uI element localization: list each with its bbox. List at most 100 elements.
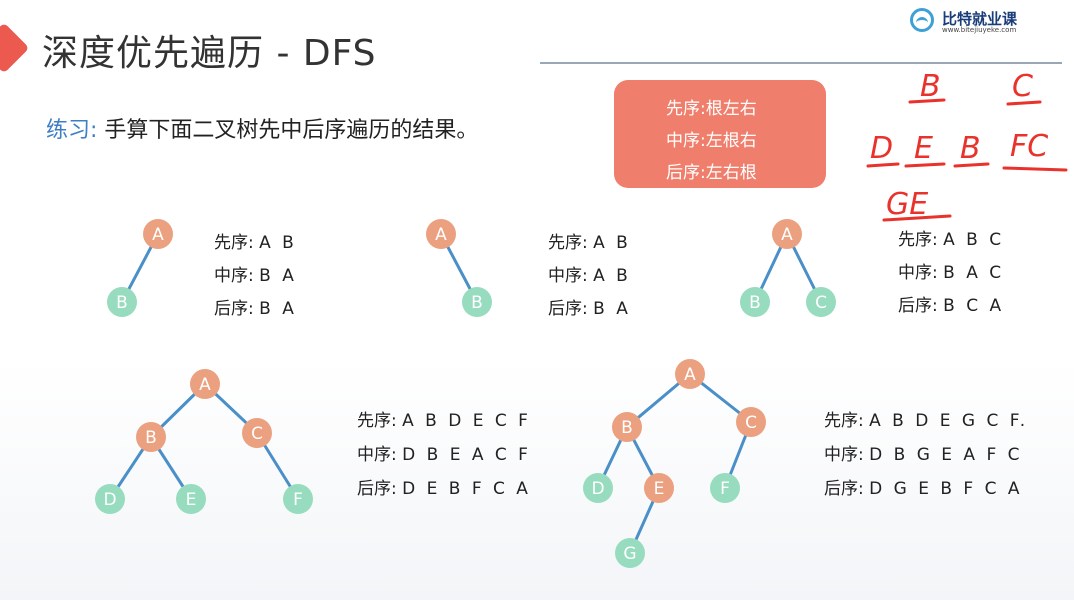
- node-circle: [675, 359, 705, 389]
- tree2-node-B: B: [462, 287, 492, 317]
- node-label: C: [815, 293, 827, 313]
- legend-order: 左右根: [705, 163, 757, 183]
- tree1-preorder: 先序: A B: [214, 228, 297, 253]
- trav-name: 中序:: [824, 445, 864, 465]
- node-circle: [107, 287, 137, 317]
- trav-seq: B A C: [943, 263, 1005, 283]
- tree3-node-B: B: [740, 287, 770, 317]
- tree5-node-D: D: [583, 473, 613, 503]
- node-circle: [644, 473, 674, 503]
- logo-name: 比特就业课: [942, 10, 1018, 28]
- tree3-postorder: 后序: B C A: [898, 291, 1004, 316]
- tree2-postorder: 后序: B A: [548, 294, 631, 319]
- tree5-node-B: B: [612, 412, 642, 442]
- node-label: F: [720, 479, 730, 499]
- node-label: A: [781, 225, 793, 245]
- tree4-inorder: 中序: D B E A C F: [357, 440, 531, 465]
- trav-seq: B A: [259, 266, 297, 286]
- trav-seq: A B: [259, 233, 297, 253]
- node-label: A: [199, 375, 211, 395]
- tree4-node-C: C: [242, 418, 272, 448]
- tree5-node-C: C: [736, 407, 766, 437]
- tree2-preorder: 先序: A B: [548, 228, 631, 253]
- node-label: B: [145, 428, 157, 448]
- exercise-prompt: 练习: 手算下面二叉树先中后序遍历的结果。: [46, 112, 478, 144]
- title-bar: 深度优先遍历 - DFS: [0, 14, 1062, 74]
- node-circle: [283, 484, 313, 514]
- trav-name: 先序:: [824, 411, 864, 431]
- node-circle: [612, 412, 642, 442]
- tree2-node-A: A: [426, 219, 456, 249]
- trav-name: 中序:: [357, 445, 397, 465]
- tree4-preorder: 先序: A B D E C F: [357, 406, 531, 431]
- legend-preorder: 先序:根左右: [666, 94, 826, 119]
- node-circle: [710, 473, 740, 503]
- trav-seq: A B D E G C F.: [869, 411, 1029, 431]
- tree3-node-A: A: [772, 219, 802, 249]
- trav-name: 先序:: [357, 411, 397, 431]
- node-circle: [136, 422, 166, 452]
- tree3-node-C: C: [806, 287, 836, 317]
- tree5-preorder: 先序: A B D E G C F.: [824, 406, 1028, 431]
- node-circle: [176, 484, 206, 514]
- trav-seq: A B C: [943, 230, 1005, 250]
- page-title: 深度优先遍历 - DFS: [42, 33, 377, 74]
- node-circle: [190, 369, 220, 399]
- node-circle: [806, 287, 836, 317]
- node-label: D: [591, 479, 604, 499]
- node-circle: [426, 219, 456, 249]
- tree3-preorder: 先序: A B C: [898, 225, 1004, 250]
- node-circle: [736, 407, 766, 437]
- node-circle: [95, 484, 125, 514]
- node-circle: [615, 538, 645, 568]
- legend-inorder: 中序:左根右: [666, 126, 826, 151]
- node-label: A: [684, 365, 696, 385]
- trav-name: 中序:: [548, 266, 588, 286]
- tree4-node-A: A: [190, 369, 220, 399]
- trav-name: 先序:: [898, 230, 938, 250]
- tree4-node-B: B: [136, 422, 166, 452]
- node-label: B: [749, 293, 761, 313]
- legend-order: 根左右: [705, 99, 757, 119]
- node-label: C: [745, 413, 757, 433]
- tree1-node-B: B: [107, 287, 137, 317]
- trav-name: 后序:: [214, 299, 254, 319]
- node-circle: [242, 418, 272, 448]
- logo-url: www.bitejiuyeke.com: [942, 26, 1017, 34]
- node-circle: [583, 473, 613, 503]
- trav-seq: D E B F C A: [402, 479, 531, 499]
- tree4-node-D: D: [95, 484, 125, 514]
- node-label: A: [435, 225, 447, 245]
- legend-name: 中序:: [666, 131, 706, 151]
- tree5-node-F: F: [710, 473, 740, 503]
- brand-logo: 比特就业课 www.bitejiuyeke.com: [910, 8, 1050, 38]
- trav-seq: A B: [593, 266, 631, 286]
- node-label: B: [621, 418, 633, 438]
- tree2-inorder: 中序: A B: [548, 261, 631, 286]
- node-label: C: [251, 424, 263, 444]
- logo-icon: [910, 8, 934, 32]
- tree5-inorder: 中序: D B G E A F C: [824, 440, 1023, 465]
- node-circle: [772, 219, 802, 249]
- trav-name: 后序:: [548, 299, 588, 319]
- tree1-inorder: 中序: B A: [214, 261, 297, 286]
- tree5-postorder: 后序: D G E B F C A: [824, 474, 1023, 499]
- tree4-node-E: E: [176, 484, 206, 514]
- trav-name: 后序:: [824, 479, 864, 499]
- node-label: A: [152, 225, 164, 245]
- exercise-label: 练习:: [46, 118, 98, 143]
- node-label: D: [103, 490, 116, 510]
- trav-seq: B A: [593, 299, 631, 319]
- node-label: B: [471, 293, 483, 313]
- trav-seq: D B E A C F: [402, 445, 531, 465]
- node-label: E: [654, 479, 665, 499]
- trav-seq: A B D E C F: [402, 411, 531, 431]
- tree1-node-A: A: [143, 219, 173, 249]
- tree3-inorder: 中序: B A C: [898, 258, 1004, 283]
- tree4-postorder: 后序: D E B F C A: [357, 474, 531, 499]
- tree5-node-A: A: [675, 359, 705, 389]
- trav-seq: D B G E A F C: [869, 445, 1023, 465]
- node-circle: [462, 287, 492, 317]
